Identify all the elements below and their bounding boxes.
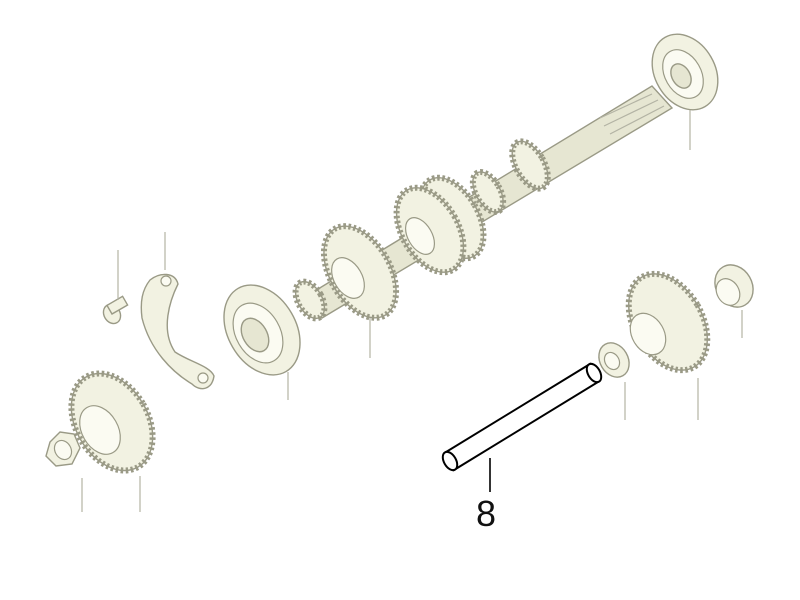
pin-part-8[interactable]: [440, 361, 604, 492]
callout-number: 8: [476, 493, 497, 534]
bottom-left-gear[interactable]: [55, 359, 169, 512]
countershaft-gear[interactable]: [613, 260, 724, 420]
retaining-plate[interactable]: [140, 232, 215, 390]
bearing-left[interactable]: [209, 271, 316, 400]
needle-bushing[interactable]: [707, 258, 760, 338]
nut[interactable]: [45, 431, 83, 512]
spline-section[interactable]: [467, 167, 510, 217]
washer[interactable]: [593, 337, 635, 420]
double-gear-cluster[interactable]: [383, 167, 497, 284]
bolt[interactable]: [100, 250, 129, 327]
bearing-top-right[interactable]: [639, 22, 731, 150]
middle-gear[interactable]: [309, 214, 411, 358]
shaft-spline-end[interactable]: [290, 277, 331, 324]
pinion-gear[interactable]: [505, 135, 555, 194]
